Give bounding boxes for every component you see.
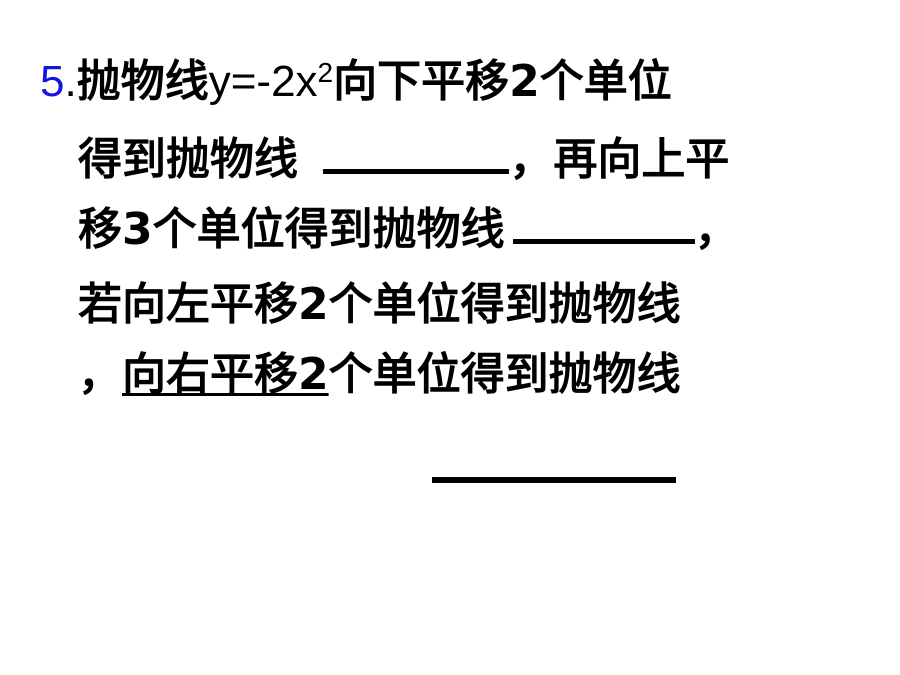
problem-number: 5: [40, 57, 65, 106]
problem-line-2: 得到抛物线 ，再向上平: [78, 133, 729, 187]
problem-line-4: 若向左平移2个单位得到抛物线: [78, 278, 681, 332]
answer-blank-2[interactable]: [512, 229, 695, 244]
line3-text-a: 移3个单位得到抛物线: [78, 204, 505, 255]
line5-prefix: ，: [78, 349, 122, 400]
answer-blank-3[interactable]: [432, 477, 676, 483]
equation-exponent: 2: [317, 57, 334, 88]
answer-blank-1[interactable]: [323, 159, 510, 174]
parabola-equation: y=-2x: [208, 57, 318, 106]
line1-text-b: 向下平移2个单位: [333, 56, 672, 107]
problem-line-1: 5.抛物线y=-2x2向下平移2个单位: [40, 55, 672, 109]
line3-text-b: ，: [694, 204, 739, 255]
problem-line-5: ，向右平移2个单位得到抛物线: [78, 348, 681, 402]
problem-line-3: 移3个单位得到抛物线 ，: [78, 203, 739, 257]
line5-text: 个单位得到抛物线: [328, 349, 681, 400]
problem-number-dot: .: [64, 57, 77, 106]
line2-text-b: ，再向上平: [509, 134, 730, 185]
line1-text-a: 抛物线: [76, 56, 209, 107]
line5-underlined-text: 向右平移2: [122, 349, 329, 400]
line4-text: 若向左平移2个单位得到抛物线: [78, 279, 681, 330]
line2-text-a: 得到抛物线: [78, 134, 314, 185]
